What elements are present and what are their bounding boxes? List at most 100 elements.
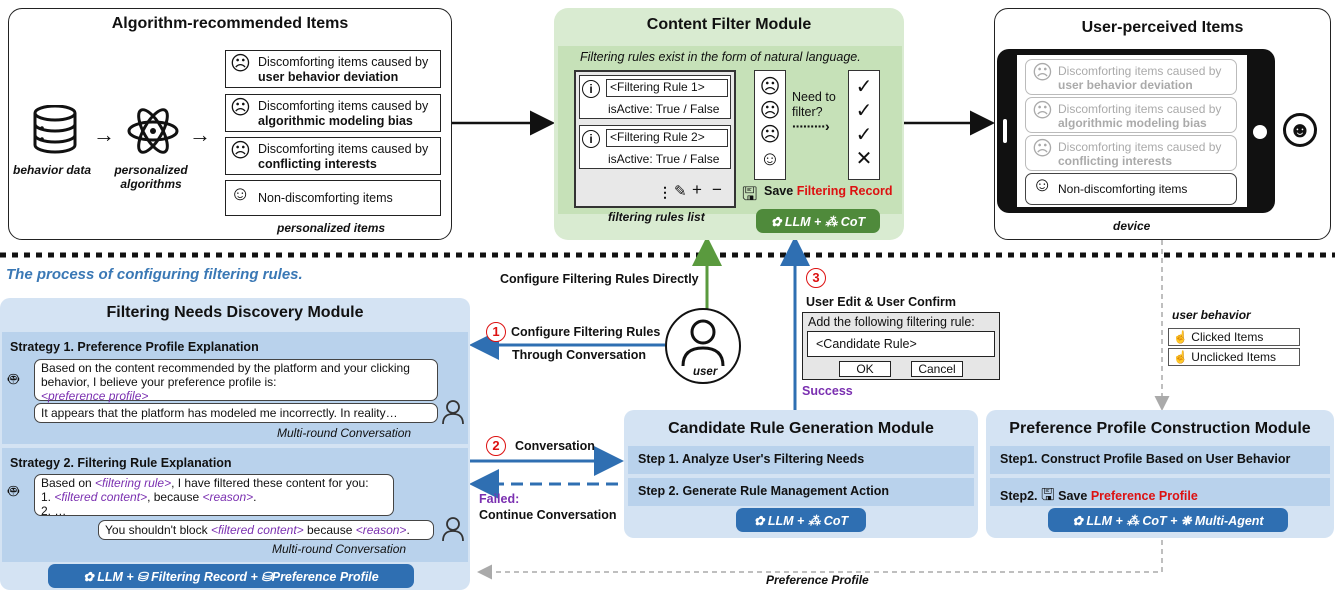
decision-column: ✓ ✓ ✓ ✕: [848, 70, 880, 180]
arrow-glyph-1: →: [93, 122, 115, 147]
algo-item-3-line1: Discomforting items caused by: [258, 142, 429, 156]
database-icon: ⛁: [261, 570, 272, 584]
multi-round-1: Multi-round Conversation: [277, 426, 412, 440]
discovery-panel: Filtering Needs Discovery Module Strateg…: [0, 298, 470, 590]
openai-icon: ✿: [1072, 514, 1083, 528]
candidate-rule-field[interactable]: <Candidate Rule>: [807, 331, 995, 357]
user-item-4: ☺ Non-discomforting items: [1025, 173, 1237, 205]
algo-item-1-line1: Discomforting items caused by: [258, 55, 429, 69]
arrow-preference-profile: [477, 540, 1163, 580]
step-number-2: 2: [486, 436, 506, 456]
user-item-4-label: Non-discomforting items: [1058, 182, 1188, 196]
edit-icon[interactable]: ✎: [674, 183, 687, 200]
faces-column: ☹ ☹ ☹ ☺: [754, 70, 786, 180]
rules-list: i <Filtering Rule 1> isActive: True / Fa…: [574, 70, 736, 208]
success-label: Success: [802, 384, 853, 398]
cot-icon: ⁂: [1126, 514, 1139, 528]
device-side-button: [1003, 119, 1007, 143]
llm-label: LLM +: [1086, 514, 1123, 528]
user-item-3-line2: conflicting interests: [1058, 154, 1173, 168]
candidate-panel: Candidate Rule Generation Module Step 1.…: [624, 410, 978, 538]
more-icon[interactable]: ⋮: [658, 184, 672, 200]
sad-face-icon: ☹: [230, 140, 251, 162]
dialog-text: Add the following filtering rule:: [808, 315, 975, 329]
rule-card-1[interactable]: i <Filtering Rule 1> isActive: True / Fa…: [579, 75, 731, 119]
sad-face-icon: ☹: [230, 97, 251, 119]
user-icon: [442, 517, 464, 542]
continue-conversation-label: Continue Conversation: [479, 508, 617, 522]
s1-bot-line2: behavior, I believe your preference prof…: [41, 375, 277, 389]
sad-face-icon: ☹: [759, 124, 781, 146]
strategy2-title: Strategy 2. Filtering Rule Explanation: [10, 456, 232, 470]
strategy1-user-message: It appears that the platform has modeled…: [34, 403, 438, 423]
algo-item-4-label: Non-discomforting items: [258, 191, 393, 205]
clicked-items-label: Clicked Items: [1191, 330, 1264, 344]
sad-face-icon: ☹: [1032, 138, 1053, 160]
algo-item-2: ☹ Discomforting items caused by algorith…: [225, 94, 441, 132]
algo-item-1-line2: user behavior deviation: [258, 70, 399, 84]
filter-title: Content Filter Module: [646, 16, 812, 33]
user-item-2: ☹ Discomforting items caused by algorith…: [1025, 97, 1237, 133]
personalized-items-label: personalized items: [277, 221, 386, 235]
check-icon: ✓: [855, 76, 873, 98]
sad-face-icon: ☹: [1032, 62, 1053, 84]
info-icon: i: [582, 130, 600, 148]
device-label: device: [1113, 219, 1151, 233]
llm-label: LLM +: [784, 215, 822, 229]
preference-llm-badge: ✿ LLM + ⁂ CoT + ❋ Multi-Agent: [1048, 508, 1288, 532]
algo-item-1: ☹ Discomforting items caused by user beh…: [225, 50, 441, 88]
sad-face-icon: ☹: [1032, 100, 1053, 122]
user-item-1-line2: user behavior deviation: [1058, 78, 1193, 92]
rule-card-2[interactable]: i <Filtering Rule 2> isActive: True / Fa…: [579, 125, 731, 169]
filter-panel: Content Filter Module Filtering rules ex…: [554, 8, 904, 240]
arrow-glyph-2: →: [189, 122, 211, 147]
save-label: Save: [1058, 489, 1088, 503]
need-to-label: Need to: [792, 90, 836, 104]
user-item-3: ☹ Discomforting items caused by conflict…: [1025, 135, 1237, 171]
multi-agent-icon: ❋: [1180, 514, 1192, 528]
user-edit-title: User Edit & User Confirm: [806, 295, 957, 309]
smile-face-icon: ☺: [230, 183, 251, 205]
preference-title: Preference Profile Construction Module: [1009, 420, 1311, 437]
atom-icon: [127, 108, 179, 154]
preference-step2: Step2. 🖫 Save Preference Profile: [990, 478, 1330, 506]
algo-item-2-line2: algorithmic modeling bias: [258, 114, 413, 128]
filter-llm-badge: ✿ LLM + ⁂ CoT: [756, 209, 880, 233]
user-item-1-line1: Discomforting items caused by: [1058, 64, 1222, 78]
check-icon: ✓: [855, 124, 873, 146]
clicked-items-chip: ☝ Clicked Items: [1168, 328, 1300, 346]
strategy1-bot-message: Based on the content recommended by the …: [34, 359, 438, 403]
unclicked-items-label: Unclicked Items: [1191, 350, 1276, 364]
step-number-1: 1: [486, 322, 506, 342]
s2-bot-line1: Based on <filtering rule>, I have filter…: [41, 476, 369, 490]
cancel-button[interactable]: Cancel: [911, 361, 963, 377]
save-record: Save Filtering Record: [764, 184, 893, 198]
sad-face-icon: ☹: [759, 76, 781, 98]
add-icon[interactable]: +: [692, 180, 702, 199]
database-icon: ⛁: [137, 570, 148, 584]
smile-face-icon: ☺: [1032, 174, 1053, 196]
cot-icon: ⁂: [807, 514, 821, 528]
unclicked-items-chip: ☝ Unclicked Items: [1168, 348, 1300, 366]
s2-bot-line2: 1. <filtered content>, because <reason>.: [41, 490, 257, 504]
ok-button[interactable]: OK: [839, 361, 891, 377]
cot-label: CoT +: [1142, 514, 1178, 528]
preference-panel: Preference Profile Construction Module S…: [986, 410, 1334, 538]
algo-item-3: ☹ Discomforting items caused by conflict…: [225, 137, 441, 175]
configure-conversation-line1: Configure Filtering Rules: [511, 325, 661, 339]
happy-face-icon: ☻: [1283, 113, 1317, 147]
remove-icon[interactable]: −: [712, 180, 722, 199]
user-item-2-line2: algorithmic modeling bias: [1058, 116, 1207, 130]
rule-2-active: isActive: True / False: [608, 152, 720, 166]
user-item-2-line1: Discomforting items caused by: [1058, 102, 1222, 116]
strategy2-user-message: You shouldn't block <filtered content> b…: [98, 520, 434, 540]
device-home-button: [1253, 125, 1267, 139]
strategy2-bot-message: Based on <filtering rule>, I have filter…: [34, 474, 394, 518]
algo-item-3-line2: conflicting interests: [258, 157, 377, 171]
openai-icon: ✿: [753, 514, 765, 528]
s1-bot-line1: Based on the content recommended by the …: [41, 361, 410, 375]
personalized-algorithms-label: personalized algorithms: [114, 163, 188, 191]
behavior-data-label: behavior data: [13, 163, 92, 177]
filter-note: Filtering rules exist in the form of nat…: [580, 50, 861, 64]
